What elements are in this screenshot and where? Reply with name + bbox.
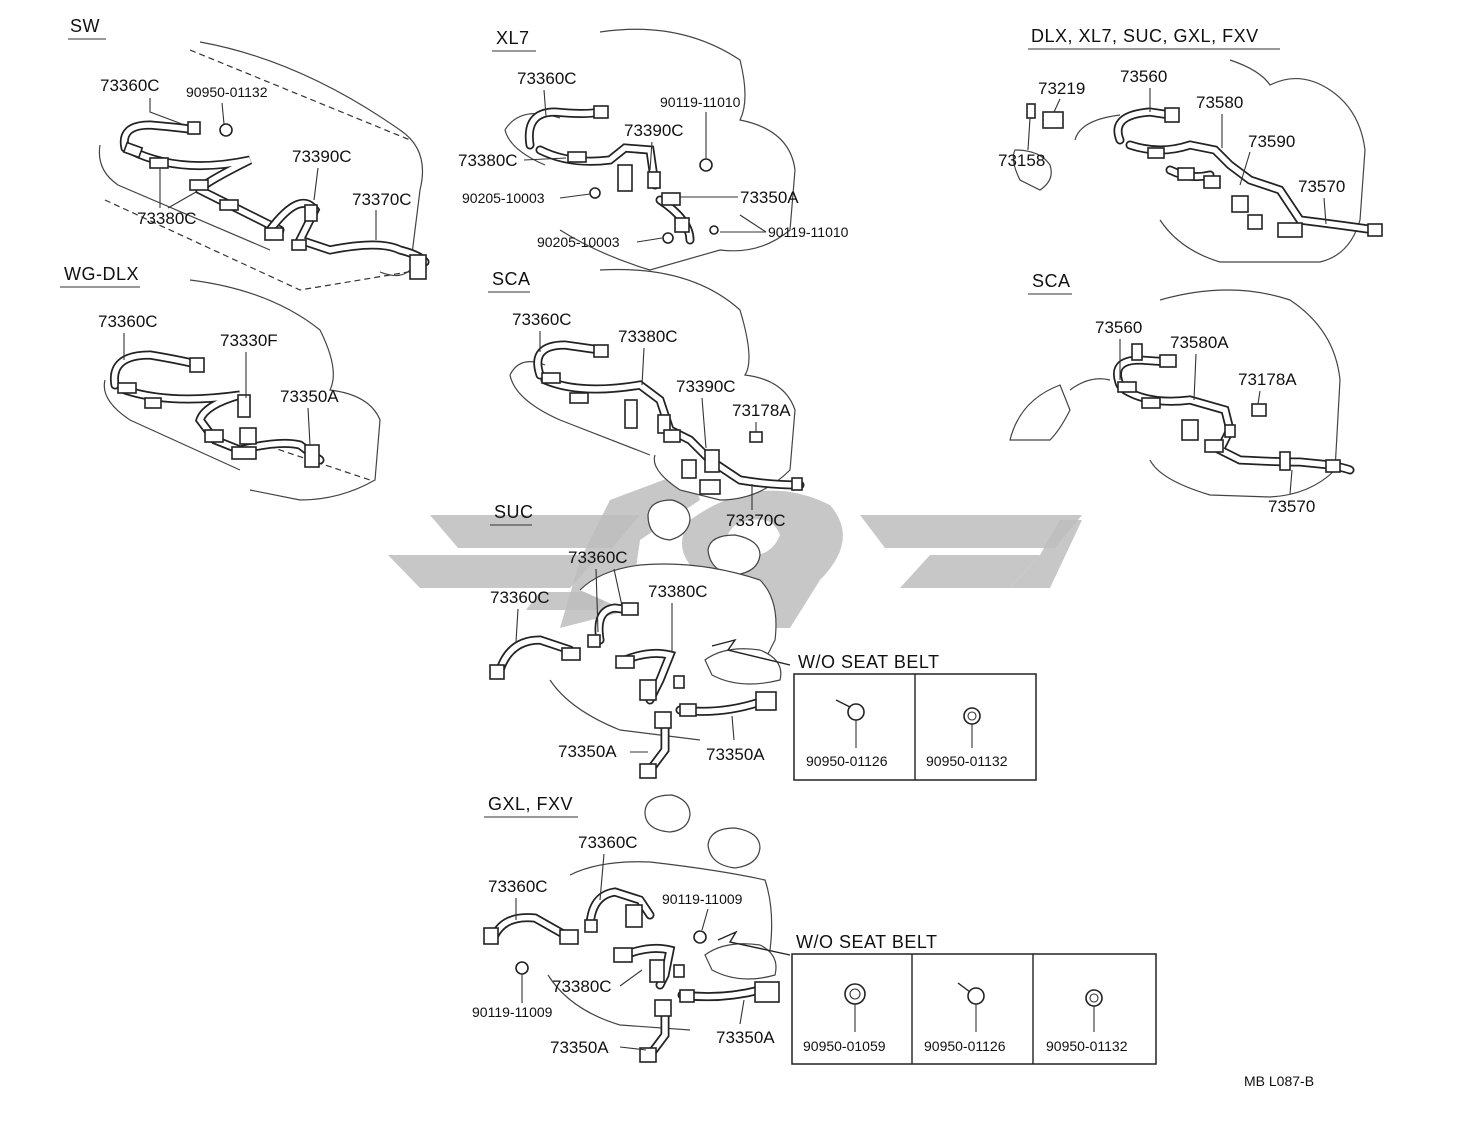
part-label: 73360C <box>512 310 572 329</box>
part-label: 73350A <box>550 1038 609 1057</box>
part-label: 73560 <box>1120 67 1167 86</box>
part-label: 90119-11010 <box>768 224 849 240</box>
part-label: 73360C <box>517 69 577 88</box>
part-label: 73360C <box>100 76 160 95</box>
wo-seat-belt-title: W/O SEAT BELT <box>798 652 940 672</box>
part-label: 73330F <box>220 331 278 350</box>
part-label: 73380C <box>552 977 612 996</box>
section-sca-right: SCA 73560 73580A 73178A 73570 <box>1009 271 1355 516</box>
part-label: 90119-11010 <box>660 94 741 110</box>
part-label: 73350A <box>740 188 799 207</box>
nut-icon <box>963 707 981 725</box>
diagram-code: MB L087-B <box>1244 1073 1314 1089</box>
part-label: 73380C <box>648 582 708 601</box>
part-label: 90205-10003 <box>462 190 545 206</box>
part-label: 73158 <box>998 151 1045 170</box>
part-label: 73360C <box>488 877 548 896</box>
part-label: 90950-01132 <box>1046 1038 1128 1054</box>
section-wg-dlx: WG-DLX 73360C 73330F 73350A <box>60 264 381 501</box>
section-header-sw: SW <box>70 16 100 36</box>
part-label: 73219 <box>1038 79 1085 98</box>
wo-seat-belt-title: W/O SEAT BELT <box>796 932 938 952</box>
part-label: 73360C <box>568 548 628 567</box>
section-suc: SUC 73360C 73360C 73380C <box>489 499 1037 781</box>
part-label: 73178A <box>732 401 791 420</box>
part-label: 73590 <box>1248 132 1295 151</box>
section-sw: SW 73360C 90950-01132 73390C 73380C 7337 <box>68 16 430 291</box>
section-header-sca-mid: SCA <box>492 269 531 289</box>
nut-icon <box>1085 989 1103 1007</box>
part-label: 73570 <box>1268 497 1315 516</box>
part-label: 73360C <box>578 833 638 852</box>
part-label: 90950-01132 <box>926 753 1008 769</box>
section-gxl-fxv: GXL, FXV 73360C 73360C 90119 <box>472 794 1157 1065</box>
part-label: 73360C <box>490 588 550 607</box>
section-header-suc: SUC <box>494 502 534 522</box>
seat-outline <box>199 41 424 277</box>
part-label: 90950-01126 <box>806 753 888 769</box>
part-label: 73370C <box>726 511 786 530</box>
part-label: 73380C <box>137 209 197 228</box>
part-label: 90119-11009 <box>472 1004 553 1020</box>
section-xl7: XL7 73360C 90119-11010 73390C 73380C 902… <box>458 28 849 271</box>
part-label: 73580 <box>1196 93 1243 112</box>
part-label: 73570 <box>1298 177 1345 196</box>
part-label: 90950-01059 <box>803 1038 886 1054</box>
part-label: 90119-11009 <box>662 891 743 907</box>
section-header-dlx-group: DLX, XL7, SUC, GXL, FXV <box>1031 26 1259 46</box>
grommet-icon <box>844 983 866 1005</box>
part-label: 90205-10003 <box>537 234 620 250</box>
section-header-xl7: XL7 <box>496 28 530 48</box>
part-label: 73560 <box>1095 318 1142 337</box>
part-label: 73360C <box>98 312 158 331</box>
part-label: 73350A <box>706 745 765 764</box>
part-label: 90950-01126 <box>924 1038 1006 1054</box>
part-label: 73390C <box>292 147 352 166</box>
section-header-wg-dlx: WG-DLX <box>64 264 139 284</box>
part-label: 73380C <box>618 327 678 346</box>
section-header-sca-right: SCA <box>1032 271 1071 291</box>
section-header-gxl-fxv: GXL, FXV <box>488 794 573 814</box>
part-label: 90950-01132 <box>186 84 268 100</box>
part-label: 73350A <box>280 387 339 406</box>
part-label: 73390C <box>624 121 684 140</box>
part-label: 73350A <box>716 1028 775 1047</box>
section-sca-mid: SCA 73360C 73380C 73390C 73178A 73370C <box>488 268 805 530</box>
part-label: 73178A <box>1238 370 1297 389</box>
section-dlx-group: DLX, XL7, SUC, GXL, FXV 73219 73560 7358… <box>998 26 1383 263</box>
part-label: 73350A <box>558 742 617 761</box>
part-label: 73380C <box>458 151 518 170</box>
part-label: 73580A <box>1170 333 1229 352</box>
part-label: 73370C <box>352 190 412 209</box>
part-label: 73390C <box>676 377 736 396</box>
wo-seat-belt-box <box>791 953 1157 1065</box>
